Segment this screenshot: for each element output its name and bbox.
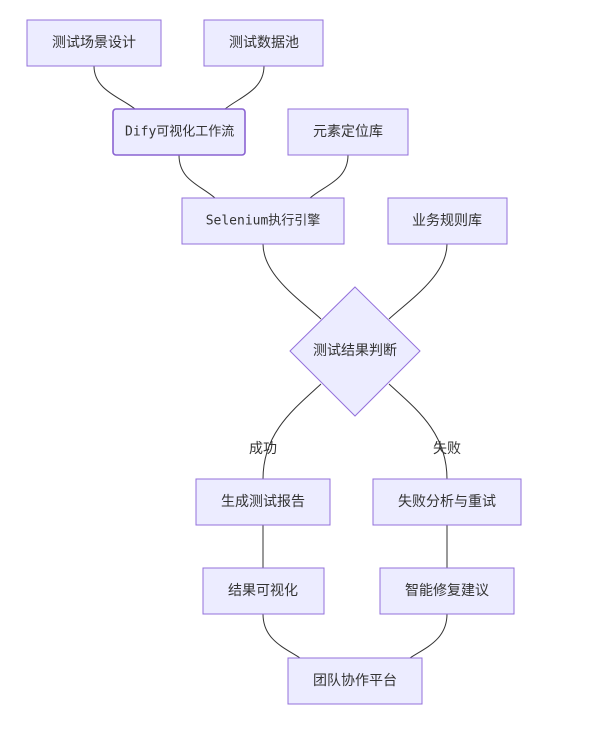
node-test-data-pool[interactable]: 测试数据池 xyxy=(203,19,324,67)
node-failure-analysis[interactable]: 失败分析与重试 xyxy=(372,478,522,526)
edge-smartfix-to-platform xyxy=(409,613,448,659)
node-label: 生成测试报告 xyxy=(221,494,305,510)
edge-locator-to-selenium xyxy=(309,154,349,199)
node-dify-workflow[interactable]: Dify可视化工作流 xyxy=(112,108,246,156)
node-result-decision[interactable]: 测试结果判断 xyxy=(289,286,421,417)
node-label: 测试结果判断 xyxy=(313,343,397,359)
edge-rules-to-decision xyxy=(388,243,448,320)
edge-label-failure: 失败 xyxy=(433,441,461,457)
node-label: 失败分析与重试 xyxy=(398,494,496,510)
edge-decision-to-report xyxy=(262,383,322,480)
node-element-locator[interactable]: 元素定位库 xyxy=(287,108,409,156)
node-result-visualization[interactable]: 结果可视化 xyxy=(202,567,325,615)
edge-decision-to-failure xyxy=(388,383,448,480)
node-scenario-design[interactable]: 测试场景设计 xyxy=(26,19,162,67)
edge-scenario-to-dify xyxy=(93,65,136,110)
edge-selenium-to-decision xyxy=(262,243,322,320)
node-label: 团队协作平台 xyxy=(313,673,397,689)
node-label: 业务规则库 xyxy=(412,213,482,229)
edges xyxy=(93,65,448,659)
node-label: 测试场景设计 xyxy=(52,35,136,51)
node-label: 智能修复建议 xyxy=(405,582,489,599)
node-selenium-engine[interactable]: Selenium执行引擎 xyxy=(181,197,345,245)
node-generate-report[interactable]: 生成测试报告 xyxy=(195,478,331,526)
node-label: Dify可视化工作流 xyxy=(125,125,234,140)
node-business-rules[interactable]: 业务规则库 xyxy=(387,197,508,245)
edge-visualization-to-platform xyxy=(262,613,301,659)
node-smart-fix[interactable]: 智能修复建议 xyxy=(379,567,515,615)
node-label: 结果可视化 xyxy=(228,583,298,599)
node-label: 测试数据池 xyxy=(229,35,299,51)
node-label: Selenium执行引擎 xyxy=(206,214,321,229)
edge-datapool-to-dify xyxy=(224,65,265,110)
node-team-platform[interactable]: 团队协作平台 xyxy=(287,657,423,705)
node-label: 元素定位库 xyxy=(313,124,383,140)
edge-label-success: 成功 xyxy=(249,441,277,457)
edge-dify-to-selenium xyxy=(178,154,216,199)
